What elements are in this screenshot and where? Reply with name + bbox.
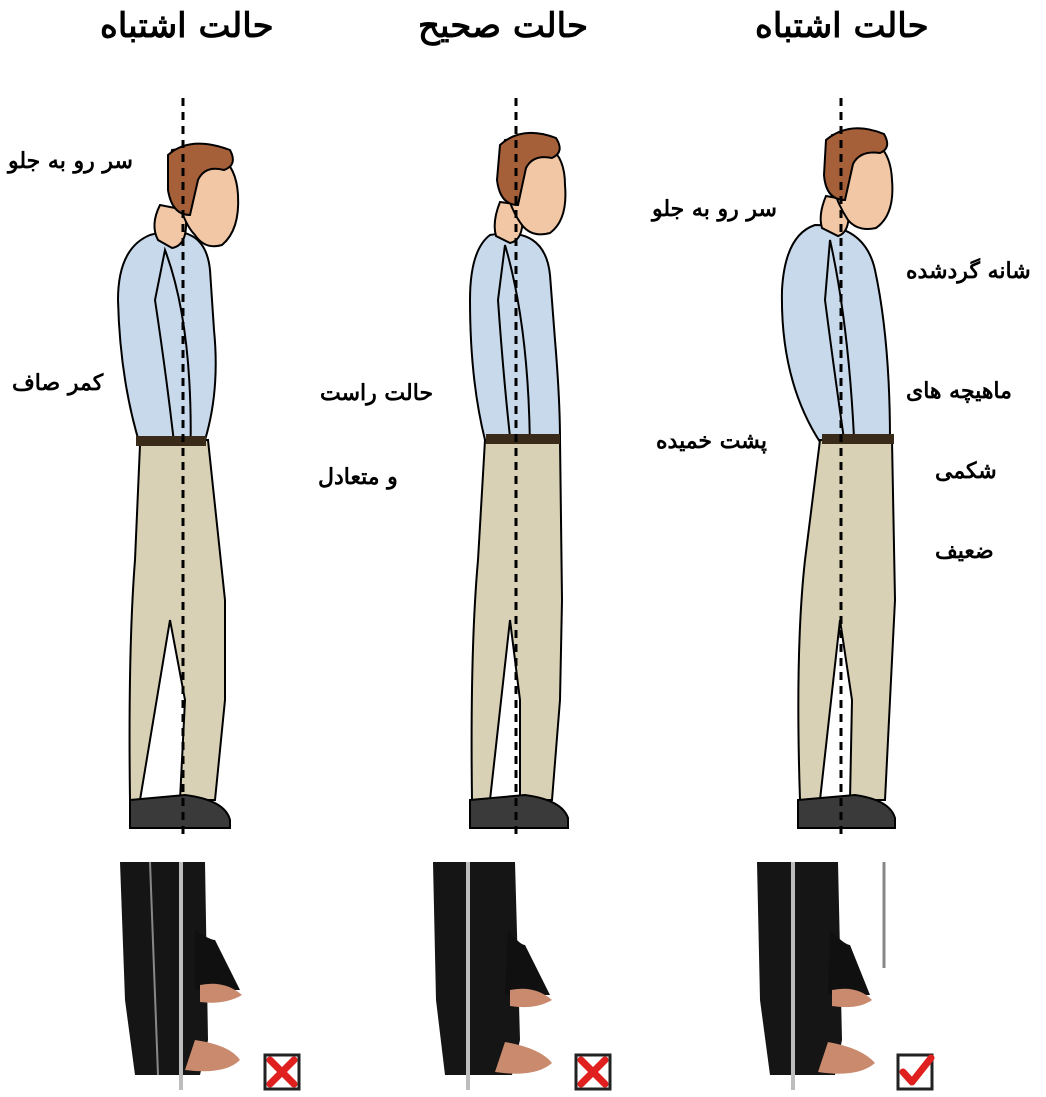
- label-head-forward-right: سر رو به جلو: [652, 196, 777, 222]
- legs-photo-middle: [433, 862, 552, 1090]
- label-abdominal: شکمی: [935, 458, 997, 484]
- legs-photo-right: [757, 862, 884, 1090]
- check-box-icon: [895, 1052, 935, 1092]
- figure-middle: [470, 98, 568, 840]
- figure-left: [118, 98, 238, 840]
- label-hunched-back: پشت خمیده: [656, 428, 767, 454]
- label-balanced: و متعادل: [318, 464, 398, 490]
- label-flat-back: کمر صاف: [12, 370, 103, 396]
- x-box-icon: [262, 1052, 302, 1092]
- x-box-icon: [573, 1052, 613, 1092]
- label-weak: ضعیف: [935, 538, 994, 564]
- legs-photo-left: [120, 862, 242, 1090]
- label-head-forward-left: سر رو به جلو: [8, 148, 133, 174]
- label-abdominal-muscles: ماهیچه های: [906, 378, 1012, 404]
- label-rounded-shoulder: شانه گردشده: [906, 258, 1031, 284]
- label-upright: حالت راست: [320, 380, 433, 406]
- figure-right: [782, 98, 895, 840]
